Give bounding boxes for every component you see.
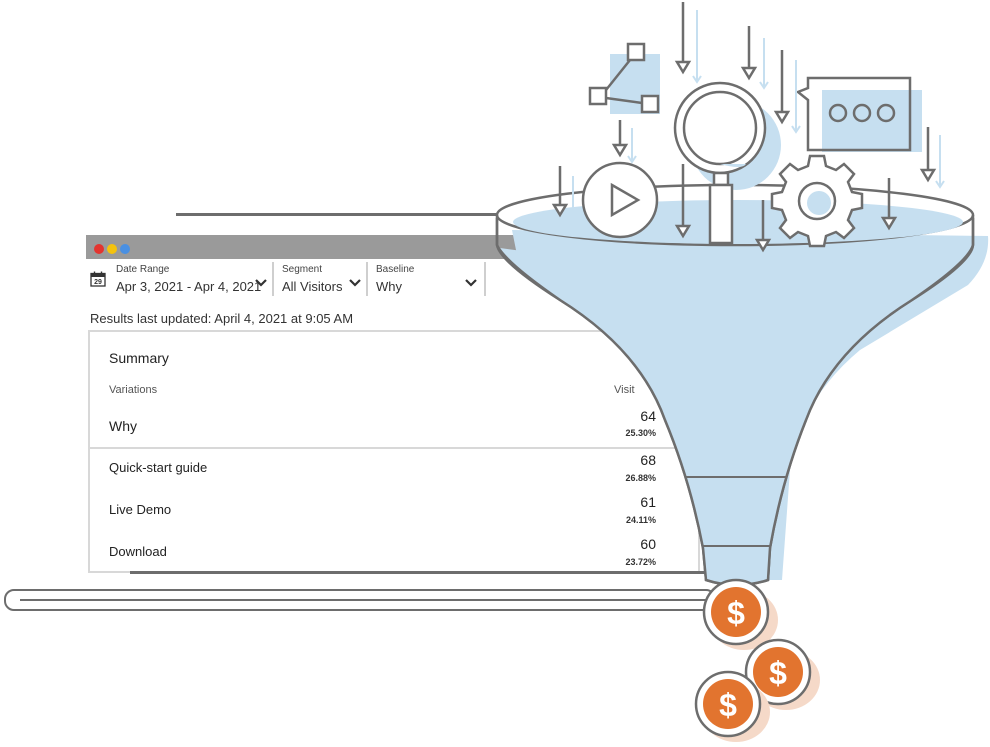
variation-name: Live Demo bbox=[109, 502, 172, 517]
table-row[interactable]: Download 60 23.72% bbox=[90, 536, 698, 576]
visitors-count: 68 bbox=[640, 452, 656, 468]
date-range-dropdown[interactable]: Date Range Apr 3, 2021 - Apr 4, 2021 bbox=[116, 262, 274, 296]
play-icon bbox=[581, 161, 659, 239]
visitors-count: 61 bbox=[640, 494, 656, 510]
coin-dollar-symbol: $ bbox=[769, 655, 787, 691]
filter-toolbar: 29 Date Range Apr 3, 2021 - Apr 4, 2021 … bbox=[86, 259, 706, 299]
visitors-percent: 24.11% bbox=[625, 515, 656, 525]
visitors-column-header: Visit bbox=[614, 384, 635, 396]
date-range-label: Date Range bbox=[116, 264, 170, 275]
field-separator bbox=[272, 262, 274, 296]
segment-label: Segment bbox=[282, 264, 323, 275]
close-window-dot[interactable] bbox=[94, 244, 104, 254]
baseline-dropdown[interactable]: Baseline Why bbox=[376, 262, 486, 296]
table-row[interactable]: Live Demo 61 24.11% bbox=[90, 494, 698, 534]
summary-panel: Summary Variations Visit Why 64 25.30% Q… bbox=[88, 330, 700, 573]
results-updated-text: Results last updated: April 4, 2021 at 9… bbox=[90, 311, 354, 326]
laptop-base bbox=[4, 589, 716, 611]
visitors-count: 60 bbox=[640, 536, 656, 552]
calendar-day-number: 29 bbox=[94, 279, 102, 286]
table-row[interactable]: Quick-start guide 68 26.88% bbox=[90, 452, 698, 492]
calendar-icon: 29 bbox=[90, 271, 106, 287]
chevron-down-icon bbox=[255, 279, 267, 287]
field-separator bbox=[484, 262, 486, 296]
segment-value: All Visitors bbox=[282, 279, 343, 294]
coin-dollar-symbol: $ bbox=[719, 687, 737, 723]
variation-name: Quick-start guide bbox=[109, 460, 208, 475]
minimize-window-dot[interactable] bbox=[107, 244, 117, 254]
chevron-down-icon bbox=[349, 279, 361, 287]
dollar-coin-icon: $ bbox=[702, 578, 778, 650]
table-divider bbox=[90, 447, 698, 449]
light-arrow-icons bbox=[572, 10, 945, 214]
dollar-coin-icon: $ bbox=[744, 638, 820, 710]
segment-dropdown[interactable]: Segment All Visitors bbox=[282, 262, 368, 296]
variation-name: Why bbox=[109, 418, 137, 434]
baseline-variation-row[interactable]: Why 64 25.30% bbox=[90, 408, 698, 448]
variation-name: Download bbox=[109, 544, 167, 559]
field-separator bbox=[366, 262, 368, 296]
laptop-lid-edge bbox=[176, 213, 506, 216]
laptop-screen-bottom-edge bbox=[130, 571, 705, 574]
node-graph-icon bbox=[588, 42, 660, 114]
baseline-label: Baseline bbox=[376, 264, 415, 275]
maximize-window-dot[interactable] bbox=[120, 244, 130, 254]
gear-icon bbox=[770, 154, 864, 248]
coin-dollar-symbol: $ bbox=[727, 595, 745, 631]
date-range-value: Apr 3, 2021 - Apr 4, 2021 bbox=[116, 279, 262, 294]
summary-title: Summary bbox=[109, 350, 169, 366]
visitors-count: 64 bbox=[640, 408, 656, 424]
chevron-down-icon bbox=[465, 279, 477, 287]
visitors-percent: 25.30% bbox=[625, 428, 656, 438]
dollar-coin-icon: $ bbox=[694, 670, 770, 742]
visitors-percent: 23.72% bbox=[625, 557, 656, 567]
laptop-base-groove bbox=[20, 599, 710, 601]
baseline-value: Why bbox=[376, 279, 402, 294]
magnifier-icon bbox=[673, 81, 781, 245]
chat-bubble-icon bbox=[795, 76, 922, 152]
variations-column-header: Variations bbox=[109, 384, 158, 396]
arrow-icons bbox=[551, 2, 937, 253]
visitors-percent: 26.88% bbox=[625, 473, 656, 483]
